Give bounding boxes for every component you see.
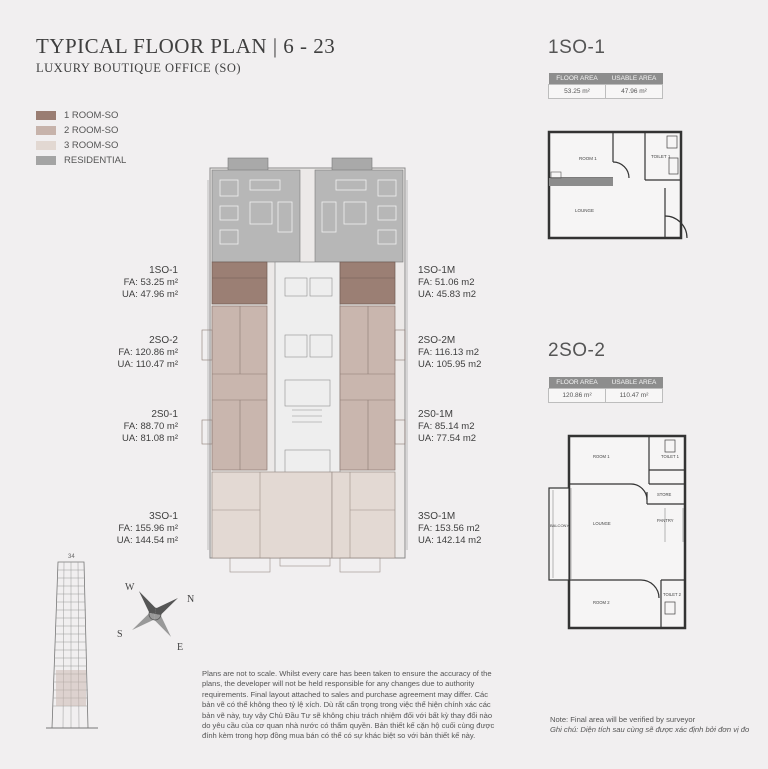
- room-label: BALCONY: [550, 523, 569, 528]
- floor-area-value: 120.86 m²: [548, 388, 606, 403]
- legend-swatch: [36, 156, 56, 165]
- room-label: ROOM 1: [579, 156, 597, 161]
- unit-usable-area: UA: 142.14 m2: [418, 535, 482, 546]
- unit-floor-area: FA: 51.06 m2: [418, 277, 475, 288]
- legend-item-2-room: 2 ROOM-SO: [36, 123, 126, 138]
- legend-label: 1 ROOM-SO: [64, 110, 119, 121]
- area-note-en: Note: Final area will be verified by sur…: [550, 715, 696, 724]
- legend-item-3-room: 3 ROOM-SO: [36, 138, 126, 153]
- unit-label-1so-1m: 1SO-1M FA: 51.06 m2 UA: 45.83 m2: [418, 265, 476, 301]
- unit-plan-2so-2: ROOM 1 TOILET 1 STORE BALCONY LOUNGE PAN…: [548, 434, 687, 630]
- unit-name: 2SO-2M: [418, 335, 456, 346]
- unit-label-2so-2: 2SO-2 FA: 120.86 m² UA: 110.47 m²: [110, 335, 178, 371]
- page-subtitle: LUXURY BOUTIQUE OFFICE (SO): [36, 61, 242, 75]
- table-header: USABLE AREA: [605, 73, 663, 85]
- unit-name: 3SO-1M: [418, 511, 456, 522]
- room-label: LOUNGE: [593, 521, 611, 526]
- unit-floor-area: FA: 155.96 m²: [118, 523, 178, 534]
- compass-rose: N E S W: [117, 582, 194, 652]
- room-label: STORE: [657, 492, 672, 497]
- legend-label: 3 ROOM-SO: [64, 140, 119, 151]
- unit-usable-area: UA: 45.83 m2: [418, 289, 477, 300]
- area-note-vi: Ghi chú: Diện tích sau cùng sẽ được xác …: [550, 725, 750, 734]
- unit-floor-area: FA: 88.70 m²: [123, 421, 178, 432]
- table-header: USABLE AREA: [605, 377, 663, 389]
- compass-north: N: [187, 594, 194, 605]
- legend-label: 2 ROOM-SO: [64, 125, 119, 136]
- unit-floor-area: FA: 120.86 m²: [118, 347, 178, 358]
- unit-usable-area: UA: 77.54 m2: [418, 433, 477, 444]
- table-header: FLOOR AREA: [548, 73, 606, 85]
- unit-label-2so-1: 2S0-1 FA: 88.70 m² UA: 81.08 m²: [110, 409, 178, 445]
- floor-plan-drawing: [201, 157, 408, 573]
- page-title: TYPICAL FLOOR PLAN | 6 - 23: [36, 34, 336, 58]
- legend-swatch: [36, 111, 56, 120]
- unit-usable-area: UA: 110.47 m²: [117, 359, 178, 370]
- unit-name: 2S0-1M: [418, 409, 454, 420]
- unit-usable-area: UA: 47.96 m²: [122, 289, 178, 300]
- room-label: LOUNGE: [575, 208, 594, 213]
- unit-label-2so-1m: 2S0-1M FA: 85.14 m2 UA: 77.54 m2: [418, 409, 476, 445]
- legend-item-residential: RESIDENTIAL: [36, 153, 126, 168]
- unit-name: 3SO-1: [149, 511, 178, 522]
- detail-title-2so-2: 2SO-2: [548, 340, 606, 361]
- legend-swatch: [36, 126, 56, 135]
- unit-name: 2S0-1: [151, 409, 178, 420]
- legend-label: RESIDENTIAL: [64, 155, 127, 166]
- compass-east: E: [177, 642, 183, 652]
- unit-usable-area: UA: 105.95 m2: [418, 359, 482, 370]
- unit-plan-1so-1: ROOM 1 TOILET 1 LOUNGE: [547, 130, 688, 240]
- unit-floor-area: FA: 53.25 m²: [123, 277, 178, 288]
- compass-south: S: [117, 629, 123, 640]
- area-note: Note: Final area will be verified by sur…: [550, 715, 749, 735]
- disclaimer-text: Plans are not to scale. Whilst every car…: [202, 669, 495, 741]
- room-label: PANTRY: [657, 518, 674, 523]
- room-label: ROOM 1: [593, 454, 610, 459]
- floor-area-value: 53.25 m²: [548, 84, 606, 99]
- tower-floor-count: 34: [68, 554, 75, 560]
- usable-area-value: 47.96 m²: [605, 84, 663, 99]
- table-header: FLOOR AREA: [548, 377, 606, 389]
- unit-label-3so-1m: 3SO-1M FA: 153.56 m2 UA: 142.14 m2: [418, 511, 481, 547]
- unit-name: 2SO-2: [149, 335, 178, 346]
- unit-name: 1SO-1: [149, 265, 178, 276]
- unit-usable-area: UA: 81.08 m²: [122, 433, 178, 444]
- room-label: TOILET 1: [661, 454, 680, 459]
- unit-label-3so-1: 3SO-1 FA: 155.96 m² UA: 144.54 m²: [110, 511, 178, 547]
- unit-floor-area: FA: 116.13 m2: [418, 347, 480, 358]
- unit-label-2so-2m: 2SO-2M FA: 116.13 m2 UA: 105.95 m2: [418, 335, 481, 371]
- tower-elevation-drawing: 34: [46, 554, 98, 729]
- unit-floor-area: FA: 85.14 m2: [418, 421, 475, 432]
- legend: 1 ROOM-SO 2 ROOM-SO 3 ROOM-SO RESIDENTIA…: [36, 108, 126, 168]
- detail-title-1so-1: 1SO-1: [548, 37, 606, 58]
- room-label: TOILET 1: [651, 154, 671, 159]
- room-label: TOILET 2: [663, 592, 682, 597]
- usable-area-value: 110.47 m²: [605, 388, 663, 403]
- compass-west: W: [125, 582, 135, 593]
- unit-usable-area: UA: 144.54 m²: [116, 535, 178, 546]
- unit-floor-area: FA: 153.56 m2: [418, 523, 480, 534]
- legend-swatch: [36, 141, 56, 150]
- unit-name: 1SO-1M: [418, 265, 456, 276]
- room-label: ROOM 2: [593, 600, 610, 605]
- unit-label-1so-1: 1SO-1 FA: 53.25 m² UA: 47.96 m²: [110, 265, 178, 301]
- legend-item-1-room: 1 ROOM-SO: [36, 108, 126, 123]
